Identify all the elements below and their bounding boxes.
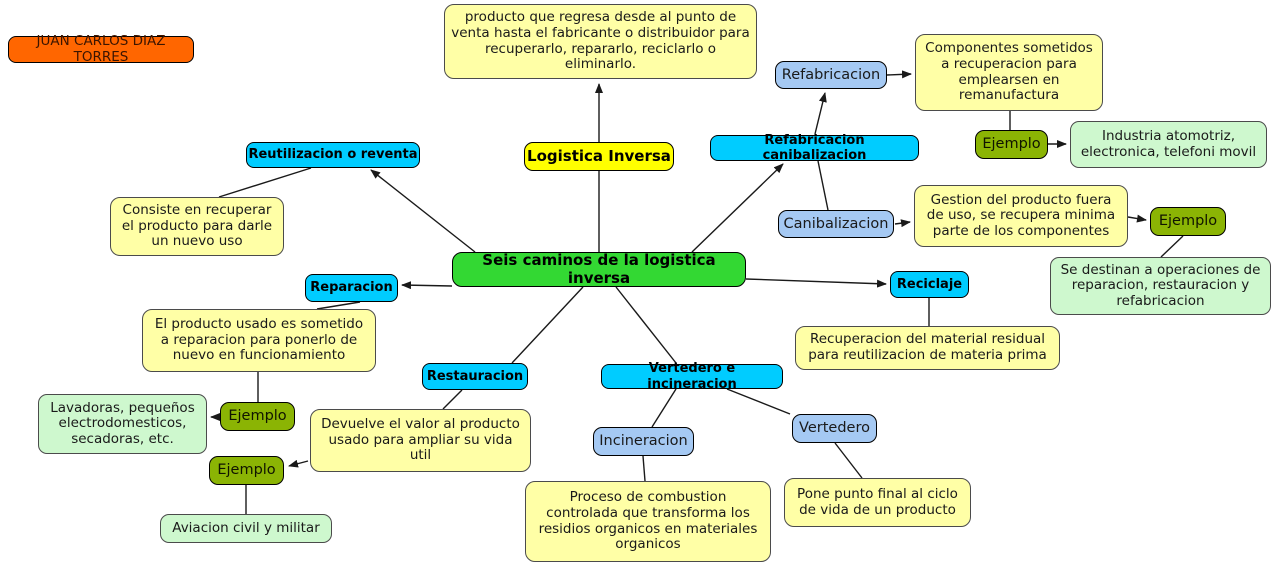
connector-seis-to-restauracion xyxy=(511,286,584,364)
connector-seis-to-reparacion xyxy=(401,281,453,290)
node-vertedero-incineracion[interactable]: Vertedero e incineracion xyxy=(601,361,783,392)
node-reutilizacion-desc[interactable]: Consiste en recuperar el producto para d… xyxy=(110,197,284,256)
node-incineracion[interactable]: Incineracion xyxy=(593,427,694,456)
node-ejemplo-reparacion[interactable]: Ejemplo xyxy=(220,402,295,431)
node-restauracion[interactable]: Restauracion xyxy=(422,363,528,390)
connector-devuelve-to-ejemplo xyxy=(288,459,309,468)
node-ejemplo-restauracion[interactable]: Ejemplo xyxy=(209,456,284,485)
author-badge: JUAN CARLOS DIAZ TORRES xyxy=(8,33,194,64)
connector-refab-canib-to-refabricacion xyxy=(814,92,827,135)
connector-seis-to-reutilizacion xyxy=(370,169,476,253)
node-restauracion-ejemplo-desc[interactable]: Aviacion civil y militar xyxy=(160,514,332,543)
node-canibalizacion-ejemplo-desc[interactable]: Se destinan a operaciones de reparacion,… xyxy=(1050,257,1271,315)
node-refabricacion[interactable]: Refabricacion xyxy=(775,61,887,89)
node-refabricacion-canibalizacion[interactable]: Refabricacion canibalizacion xyxy=(710,133,919,163)
node-ejemplo-refabricacion[interactable]: Ejemplo xyxy=(975,130,1048,159)
node-reparacion-desc[interactable]: El producto usado es sometido a reparaci… xyxy=(142,309,376,372)
connector-restauracion-to-devuelve xyxy=(442,389,463,410)
node-reciclaje-desc[interactable]: Recuperacion del material residual para … xyxy=(795,326,1060,370)
node-refabricacion-desc[interactable]: Componentes sometidos a recuperacion par… xyxy=(915,34,1103,111)
connector-gestion-to-ejemplo xyxy=(1127,214,1147,223)
node-definition[interactable]: producto que regresa desde al punto de v… xyxy=(444,4,757,79)
connector-vertedero-inc-to-incineracion xyxy=(651,388,677,428)
connector-refab-canib-to-canibalizacion xyxy=(817,160,829,211)
connector-vertedero-inc-to-vertedero xyxy=(726,388,791,415)
node-vertedero[interactable]: Vertedero xyxy=(792,414,877,443)
node-canibalizacion-desc[interactable]: Gestion del producto fuera de uso, se re… xyxy=(914,185,1128,247)
node-seis-caminos[interactable]: Seis caminos de la logistica inversa xyxy=(452,251,746,287)
node-canibalizacion[interactable]: Canibalizacion xyxy=(778,210,894,238)
connector-seis-to-reciclaje xyxy=(745,278,887,288)
connector-ejemplo-to-se-destinan xyxy=(1160,235,1184,258)
connector-seis-to-refab-canib xyxy=(691,163,784,253)
node-incineracion-desc[interactable]: Proceso de combustion controlada que tra… xyxy=(525,481,771,562)
node-reparacion-ejemplo-desc[interactable]: Lavadoras, pequeños electrodomesticos, s… xyxy=(38,394,207,454)
node-refabricacion-ejemplo-desc[interactable]: Industria atomotriz, electronica, telefo… xyxy=(1070,121,1267,168)
node-ejemplo-canibalizacion[interactable]: Ejemplo xyxy=(1150,207,1226,236)
node-reparacion[interactable]: Reparacion xyxy=(305,274,398,302)
connector-reutilizacion-to-consiste xyxy=(218,167,312,198)
connector-incineracion-to-proceso xyxy=(642,455,646,482)
connector-refabricacion-to-componentes xyxy=(886,70,912,79)
connector-canibalizacion-to-gestion xyxy=(894,219,911,228)
node-reciclaje[interactable]: Reciclaje xyxy=(890,271,969,298)
node-vertedero-desc[interactable]: Pone punto final al ciclo de vida de un … xyxy=(784,478,971,527)
connector-vertedero-to-pone-punto xyxy=(834,442,863,479)
connector-seis-to-vertedero-inc xyxy=(615,286,677,364)
node-logistica-inversa[interactable]: Logistica Inversa xyxy=(524,142,674,171)
node-reutilizacion-reventa[interactable]: Reutilizacion o reventa xyxy=(246,142,420,168)
connector-reparacion-to-desc xyxy=(316,301,361,310)
node-restauracion-desc[interactable]: Devuelve el valor al producto usado para… xyxy=(310,409,531,472)
